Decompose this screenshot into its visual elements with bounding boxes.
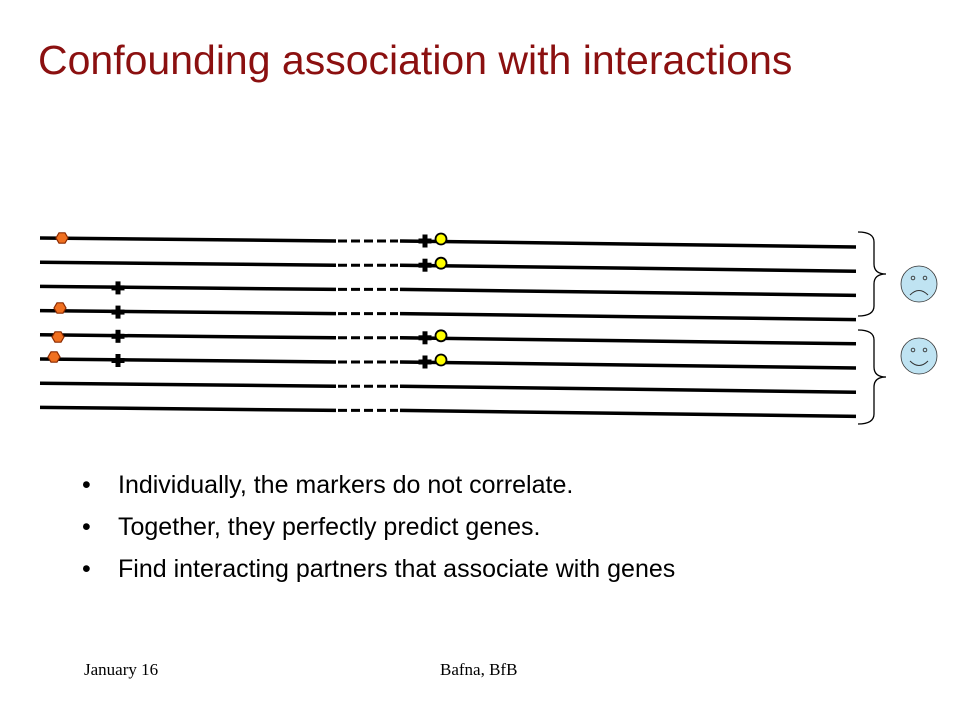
haplotype-line-left [39,284,337,292]
yellow-marker-icon [434,232,448,246]
group-bracket [857,329,887,425]
face-layer [900,265,938,375]
bullet-item: • Find interacting partners that associat… [78,554,838,584]
happy-face-icon-eye [910,347,916,353]
haplotype-line-right [399,263,857,273]
plus-marker-icon [111,333,125,339]
bullet-text: Together, they perfectly predict genes. [118,513,541,541]
footer-date: January 16 [84,660,159,679]
plus-marker-icon [111,285,125,291]
happy-face-icon-mouth [909,360,929,366]
haplotype-line-left [39,260,337,267]
happy-face-icon-eye [922,347,928,353]
bullet-dot-icon: • [82,513,91,541]
haplotype-line-right [399,360,857,370]
sad-face-icon-eye [922,275,928,281]
haplotype-line-left [39,333,337,340]
group-brackets [857,231,887,425]
haplotype-line-right [399,239,857,249]
bullet-text: Individually, the markers do not correla… [118,471,574,499]
yellow-marker-icon [434,256,448,270]
sad-face-icon [900,265,938,303]
bullet-list: • Individually, the markers do not correl… [78,470,838,596]
happy-face-icon [900,337,938,375]
haplotype-line-left [39,357,337,364]
haplotype-line-right [399,336,857,346]
haplotype-line-left [39,236,337,243]
footer-author: Bafna, BfB [440,660,518,679]
bullet-item: • Individually, the markers do not correl… [78,470,838,500]
haplotype-line-left [39,405,337,413]
haplotype-line-left [39,308,337,316]
yellow-marker-icon [434,329,448,343]
plus-marker-icon [418,335,432,341]
bullet-dot-icon: • [82,471,91,499]
orange-marker-icon [55,232,69,244]
group-bracket [857,231,887,317]
orange-marker-icon [51,331,65,343]
haplotype-line-right [399,287,857,298]
plus-marker-icon [418,262,432,268]
bullet-item: • Together, they perfectly predict genes. [78,512,838,542]
plus-marker-icon [111,358,125,363]
orange-marker-icon [47,351,61,363]
bullet-dot-icon: • [82,555,91,583]
plus-marker-icon [418,238,432,244]
haplotype-line-right [399,408,857,419]
slide-title: Confounding association with interaction… [38,37,793,83]
marker-layer [47,232,448,369]
sad-face-icon-mouth [909,290,929,296]
haplotype-line-left [39,381,337,388]
orange-marker-icon [53,302,67,314]
haplotype-line-right [399,384,857,394]
yellow-marker-icon [434,353,448,367]
haplotype-lines [39,236,857,419]
plus-marker-icon [418,359,432,365]
sad-face-icon-eye [910,275,916,281]
plus-marker-icon [111,309,125,315]
bullet-text: Find interacting partners that associate… [118,555,676,583]
haplotype-line-right [399,311,857,322]
